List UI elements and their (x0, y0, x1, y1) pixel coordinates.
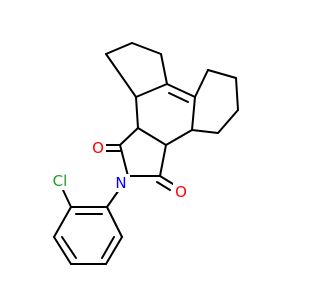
bond (217, 109, 239, 134)
bond (105, 42, 133, 55)
bond (53, 236, 72, 265)
bond (191, 96, 196, 131)
molecular-structure-diagram: Cl N O O (46, 42, 239, 265)
aromatic-inner-line (101, 236, 115, 259)
c-cl-bond (62, 189, 72, 208)
aromatic-inner-line (61, 236, 77, 259)
bond (191, 129, 219, 134)
bond (137, 127, 167, 146)
bond (135, 96, 139, 129)
carbonyl-bonds (104, 144, 174, 191)
bond (106, 206, 123, 238)
left-cyclopentane-ring (105, 42, 168, 98)
bond (53, 206, 72, 238)
bond (105, 236, 123, 265)
lower-carbonyl-bond-second-line (156, 181, 171, 191)
right-cyclopentane-ring (191, 69, 239, 134)
bond (159, 144, 167, 177)
bond (119, 127, 139, 146)
bond (119, 144, 129, 177)
central-cyclohexene-ring (135, 83, 196, 146)
double-bond (166, 83, 196, 98)
bond (165, 129, 193, 146)
bond (235, 77, 239, 111)
lower-carbonyl-bond (159, 175, 174, 185)
double-bond-inner-line (168, 92, 189, 103)
lower-oxygen-atom-label: O (175, 183, 187, 201)
bond (194, 69, 209, 98)
bond (207, 69, 237, 79)
atom-labels: Cl N O O (46, 139, 189, 201)
bond (105, 53, 137, 98)
succinimide-ring (119, 127, 167, 177)
nitrogen-atom-label: N (115, 174, 126, 192)
upper-oxygen-atom-label: O (92, 139, 104, 157)
n-aryl-bond (106, 189, 120, 208)
chlorophenyl-ring (53, 189, 123, 265)
bond (135, 83, 168, 98)
bond (160, 53, 168, 85)
chlorine-atom-label: Cl (53, 172, 68, 190)
bond (131, 42, 162, 55)
